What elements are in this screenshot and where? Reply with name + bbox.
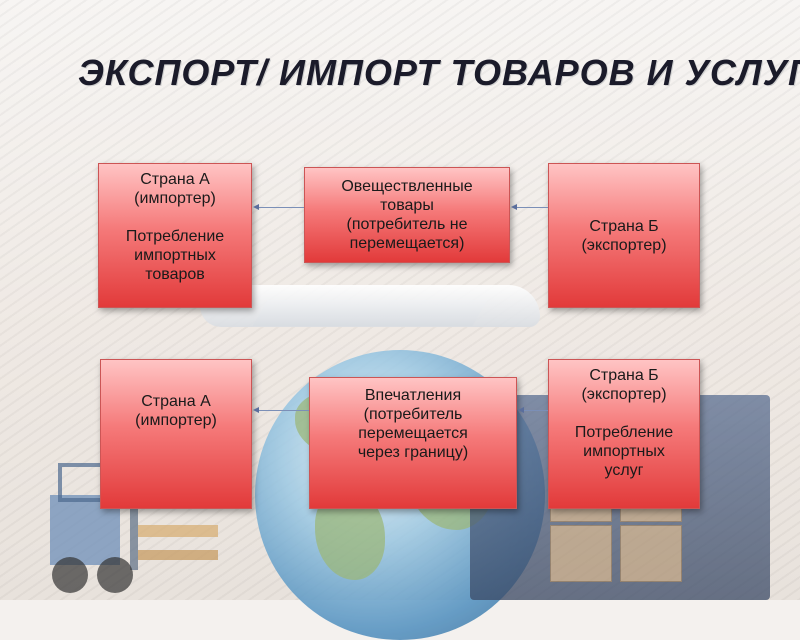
arrow-left-icon [253, 407, 259, 413]
box-text-line: Впечатления [364, 387, 462, 404]
box-text-line: Страна Б [589, 367, 659, 384]
box-text-line: Страна Б [589, 217, 659, 235]
box-text-line: Потребление [574, 424, 674, 441]
box-text-line: перемещается [358, 425, 468, 442]
box-text-line: через границу) [357, 444, 469, 461]
arrow-left-icon [518, 407, 524, 413]
arrow-line [258, 410, 309, 411]
arrow-line [523, 410, 548, 411]
impressions-box: Впечатления (потребитель перемещается че… [309, 377, 517, 509]
arrow-left-icon [253, 204, 259, 210]
country-a-importer-services-box: Страна А (импортер) [100, 359, 252, 509]
slide-title: ЭКСПОРТ/ ИМПОРТ ТОВАРОВ И УСЛУГ [78, 52, 800, 93]
airplane-illustration [200, 285, 540, 327]
box-text-line: (экспортер) [581, 386, 667, 403]
box-text-line: (потребитель [363, 406, 463, 423]
box-text-line: товары [380, 197, 434, 214]
tangible-goods-box: Овеществленные товары (потребитель не пе… [304, 167, 510, 263]
arrow-line [258, 207, 304, 208]
arrow-left-icon [511, 204, 517, 210]
country-a-importer-goods-box: Страна А (импортер) Потребление импортны… [98, 163, 252, 308]
box-text-line: импортных [134, 247, 216, 264]
box-text-line: перемещается) [349, 235, 465, 252]
box-text-line: (импортер) [134, 190, 216, 207]
box-text-line: (потребитель не [346, 216, 468, 233]
box-text-line: (импортер) [135, 412, 217, 429]
box-text-line: Потребление [125, 228, 225, 245]
country-b-exporter-goods-box: Страна Б (экспортер) [548, 163, 700, 308]
box-text-line: Страна А [140, 171, 210, 188]
arrow-line [516, 207, 548, 208]
box-text-line: услуг [604, 462, 644, 479]
box-text-line: товаров [145, 266, 205, 283]
box-text-line: (экспортер) [581, 236, 667, 254]
country-b-exporter-services-box: Страна Б (экспортер) Потребление импортн… [548, 359, 700, 509]
box-text-line: Страна А [141, 393, 211, 410]
box-text-line: импортных [583, 443, 665, 460]
box-text-line: Овеществленные [341, 178, 473, 195]
